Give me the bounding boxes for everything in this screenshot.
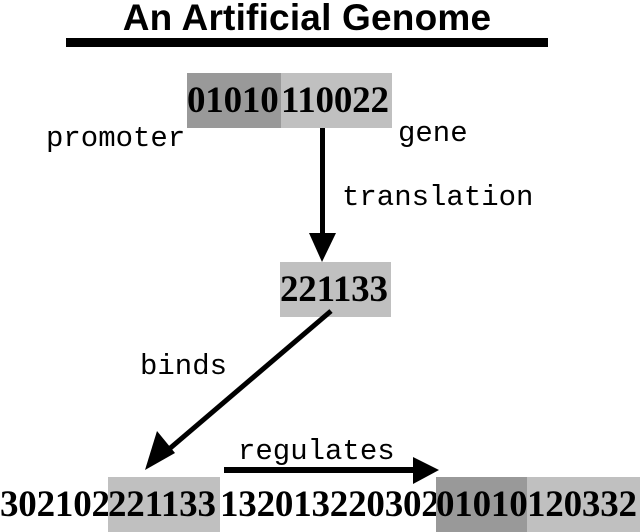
binds-label: binds	[140, 350, 228, 383]
promoter-label: promoter	[46, 122, 186, 155]
regulates-label: regulates	[238, 435, 395, 468]
top-sequence: 01010110022	[187, 73, 392, 128]
bottom-segment-binding-site: 221133	[108, 477, 220, 532]
top-promoter-segment: 01010	[187, 73, 281, 128]
translation-label: translation	[342, 181, 534, 214]
regulates-arrow	[224, 457, 439, 484]
translation-arrow	[309, 128, 336, 262]
title-underline	[66, 38, 548, 47]
protein-segment: 221133	[280, 262, 391, 317]
diagram-title: An Artificial Genome	[122, 0, 492, 38]
bottom-segment-promoter: 01010	[436, 477, 528, 532]
protein: 221133	[280, 262, 391, 317]
top-gene-segment: 110022	[281, 73, 392, 128]
gene-label: gene	[398, 117, 468, 150]
binds-arrow	[145, 309, 333, 470]
bottom-segment-plain-1: 302102	[0, 484, 110, 525]
bottom-segment-gene: 120332	[527, 477, 640, 532]
bottom-segment-plain-2: 132013220302	[220, 484, 440, 525]
